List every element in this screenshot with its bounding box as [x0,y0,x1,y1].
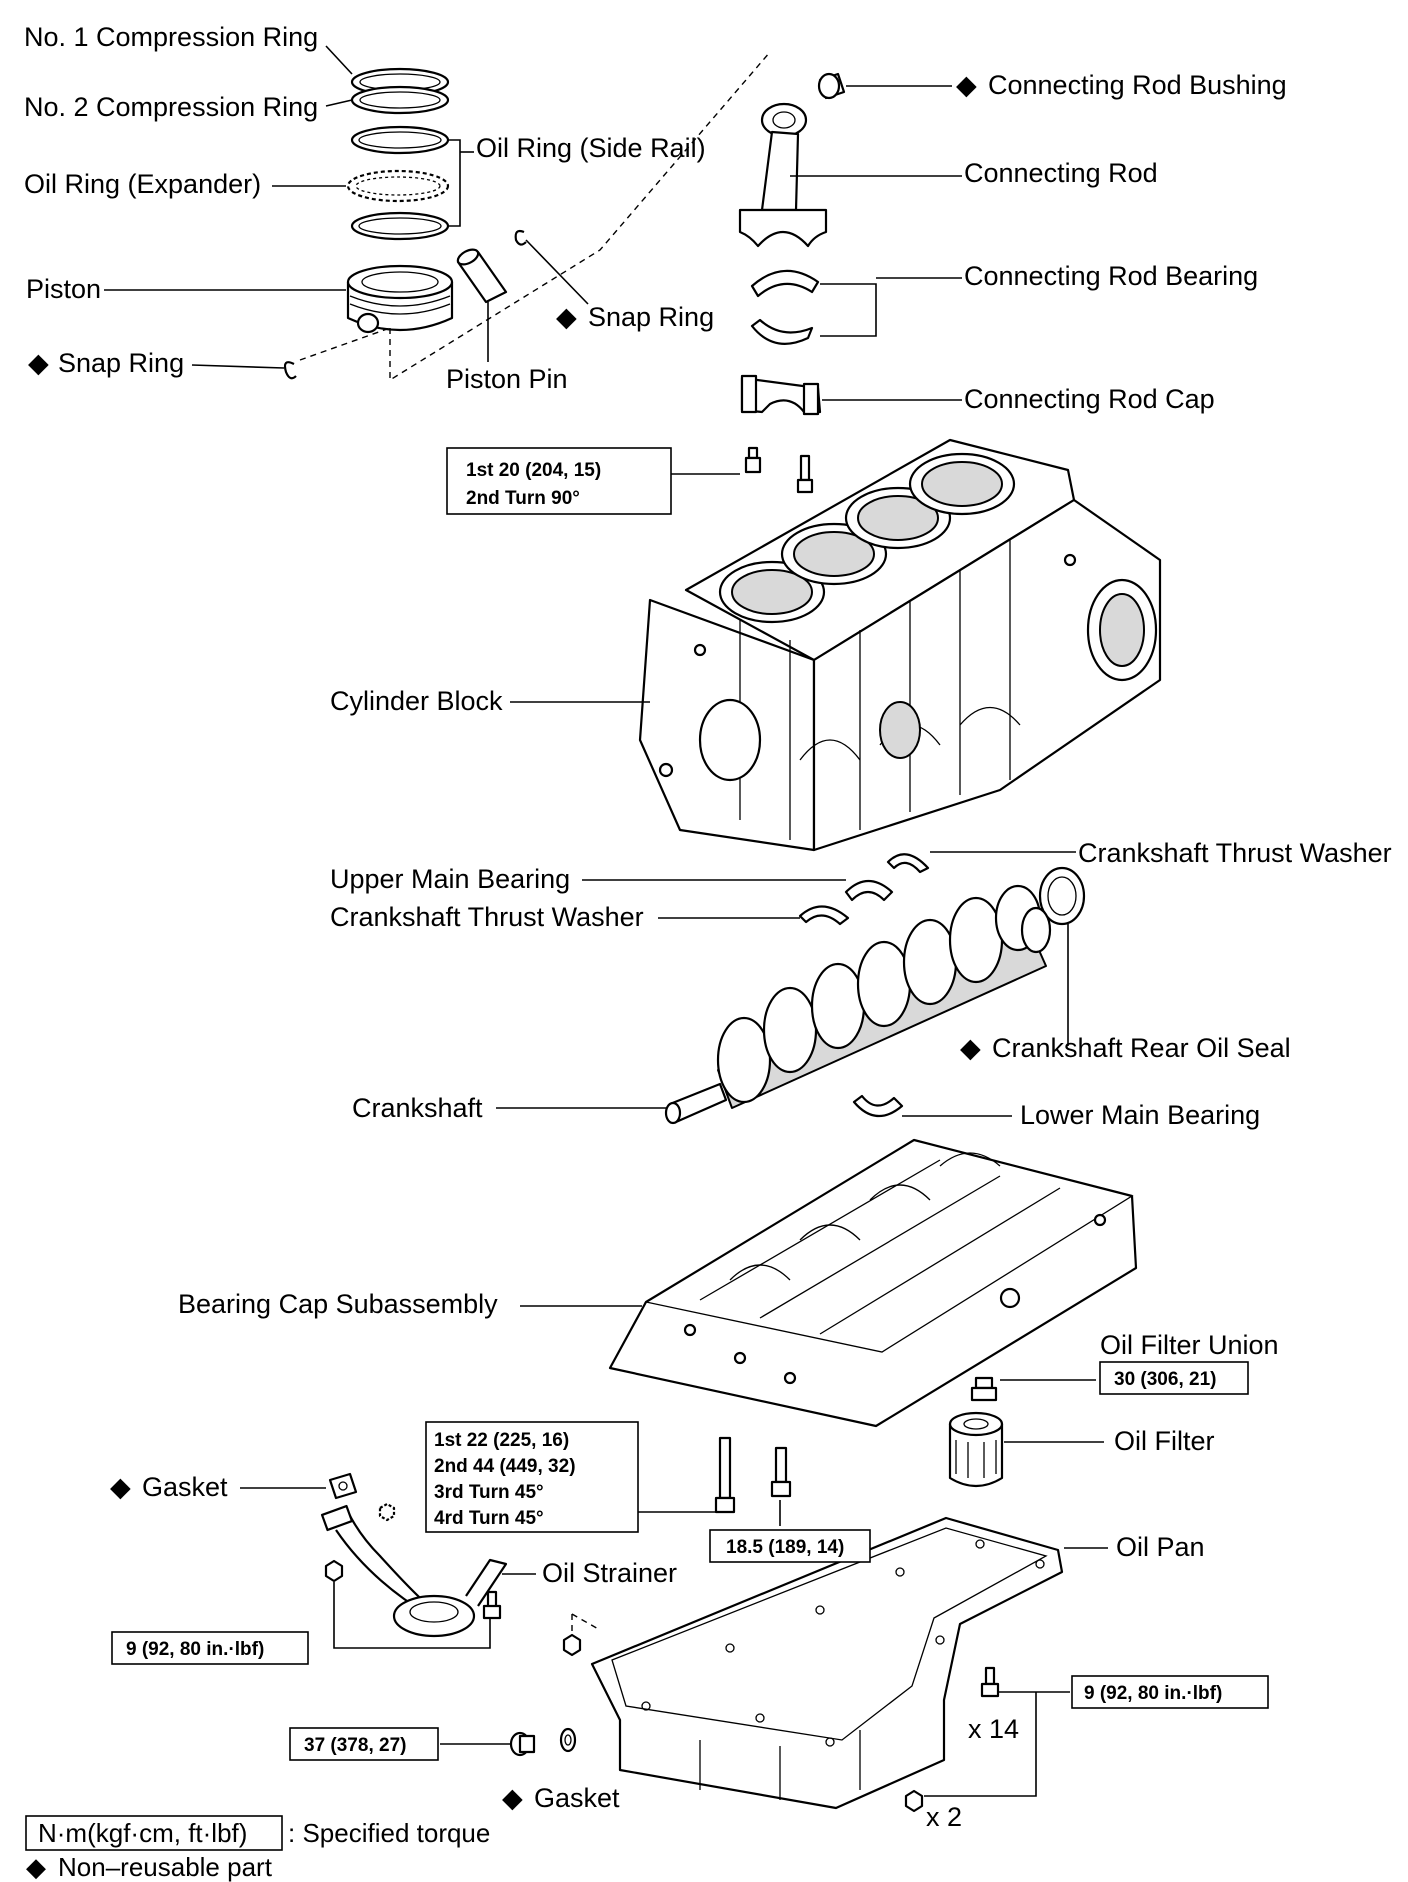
gasket-lower-icon [559,1727,577,1753]
label-upper-main-bearing: Upper Main Bearing [330,864,570,894]
label-qty-2: x 2 [926,1802,962,1832]
marker-gasket-lower: ◆ [502,1783,523,1813]
label-connecting-rod-cap: Connecting Rod Cap [964,384,1215,414]
label-bearing-cap-subassembly: Bearing Cap Subassembly [178,1289,498,1319]
bearing-cap-subassembly-icon [608,1138,1138,1428]
label-connecting-rod-bushing: Connecting Rod Bushing [988,70,1287,100]
crankshaft-icon [664,884,1052,1125]
label-connecting-rod: Connecting Rod [964,158,1158,188]
torque-bearing-cap-line1: 1st 22 (225, 16) [434,1430,569,1451]
label-oil-pan: Oil Pan [1116,1532,1205,1562]
piston-pin-icon [456,248,508,304]
no2-compression-ring-icon [350,85,450,115]
torque-box-drain-plug [289,1727,439,1761]
connecting-rod-bushing-icon [817,72,846,100]
marker-gasket-upper: ◆ [110,1472,131,1502]
label-oil-filter: Oil Filter [1114,1426,1215,1456]
torque-bearing-cap-bolt: 18.5 (189, 14) [726,1537,844,1558]
torque-box-bearing-cap [425,1421,639,1533]
label-oil-ring-expander: Oil Ring (Expander) [24,169,261,199]
label-no1-compression-ring: No. 1 Compression Ring [24,22,318,52]
strainer-nut-top-icon [378,1502,396,1522]
label-gasket-lower: Gasket [534,1783,620,1813]
strainer-nut-left-icon [324,1559,344,1583]
label-piston: Piston [26,274,101,304]
torque-oil-pan: 9 (92, 80 in.·lbf) [1084,1683,1222,1704]
legend-torque-unit: N·m(kgf·cm, ft·lbf) [38,1818,247,1848]
crankshaft-thrust-washer-lower-icon [798,905,850,926]
connecting-rod-cap-icon [740,374,822,416]
upper-main-bearing-icon [844,879,894,902]
label-oil-ring-side-rail: Oil Ring (Side Rail) [476,133,706,163]
label-crankshaft: Crankshaft [352,1093,483,1123]
torque-bearing-cap-line3: 3rd Turn 45° [434,1482,544,1503]
torque-bearing-cap-line2: 2nd 44 (449, 32) [434,1456,576,1477]
torque-conrod-cap-line2: 2nd Turn 90° [466,488,580,509]
label-crankshaft-thrust-washer-lower: Crankshaft Thrust Washer [330,902,644,932]
torque-conrod-cap-line1: 1st 20 (204, 15) [466,460,601,481]
label-lower-main-bearing: Lower Main Bearing [1020,1100,1260,1130]
torque-drain-plug: 37 (378, 27) [304,1735,406,1756]
connecting-rod-icon [738,102,828,248]
legend-non-reusable-desc: Non–reusable part [58,1852,273,1882]
marker-snap-ring-left: ◆ [28,348,49,378]
label-no2-compression-ring: No. 2 Compression Ring [24,92,318,122]
oil-ring-side-rail-upper-icon [350,125,450,155]
snap-ring-left-icon [283,361,297,380]
drain-plug-icon [509,1731,536,1757]
connecting-rod-bearing-lower-icon [750,318,814,345]
label-oil-filter-union: Oil Filter Union [1100,1330,1279,1360]
label-cylinder-block: Cylinder Block [330,686,503,716]
oil-strainer-icon [320,1504,508,1638]
torque-box-oil-pan [1071,1675,1269,1709]
torque-box-conrod-cap [446,447,672,515]
oil-filter-icon [948,1411,1004,1488]
snap-ring-right-icon [514,229,527,246]
bearing-cap-bolt-short-icon [770,1446,792,1498]
torque-oil-filter-union: 30 (306, 21) [1114,1369,1216,1390]
legend-torque-box [25,1815,283,1851]
crankshaft-thrust-washer-upper-icon [886,853,930,874]
gasket-upper-icon [328,1472,358,1500]
conrod-bolt-right-icon [796,454,814,494]
legend-non-reusable-symbol: ◆ [26,1852,46,1882]
label-oil-strainer: Oil Strainer [542,1558,677,1588]
crankshaft-rear-oil-seal-icon [1038,866,1086,926]
oil-ring-expander-icon [346,169,450,203]
label-gasket-upper: Gasket [142,1472,228,1502]
oil-pan-nut-upper-icon [562,1633,582,1657]
label-qty-14: x 14 [968,1714,1019,1744]
strainer-bolt-icon [482,1590,502,1620]
torque-bearing-cap-line4: 4rd Turn 45° [434,1508,544,1529]
marker-snap-ring-right: ◆ [556,302,577,332]
marker-connecting-rod-bushing: ◆ [956,70,977,100]
oil-pan-bolt-icon [980,1666,1000,1698]
conrod-bolt-left-icon [744,446,762,474]
oil-ring-side-rail-lower-icon [350,211,450,241]
torque-box-oil-filter-union [1099,1361,1249,1395]
label-snap-ring-right: Snap Ring [588,302,714,332]
oil-pan-icon [590,1516,1064,1810]
connecting-rod-bearing-upper-icon [750,269,820,298]
torque-box-bearing-cap-bolt [709,1529,871,1563]
torque-oil-strainer: 9 (92, 80 in.·lbf) [126,1639,264,1660]
lower-main-bearing-icon [852,1094,904,1118]
label-connecting-rod-bearing: Connecting Rod Bearing [964,261,1258,291]
piston-icon [346,264,454,334]
oil-pan-nut-lower-icon [904,1789,924,1813]
label-piston-pin: Piston Pin [446,364,568,394]
label-crankshaft-thrust-washer-upper: Crankshaft Thrust Washer [1078,838,1392,868]
cylinder-block-icon [638,438,1162,852]
label-crankshaft-rear-oil-seal: Crankshaft Rear Oil Seal [992,1033,1291,1063]
torque-box-oil-strainer [111,1631,309,1665]
label-snap-ring-left: Snap Ring [58,348,184,378]
oil-filter-union-icon [970,1376,998,1402]
marker-crankshaft-rear-oil-seal: ◆ [960,1033,981,1063]
legend-torque-desc: : Specified torque [288,1818,490,1848]
bearing-cap-bolt-long-icon [714,1436,736,1514]
